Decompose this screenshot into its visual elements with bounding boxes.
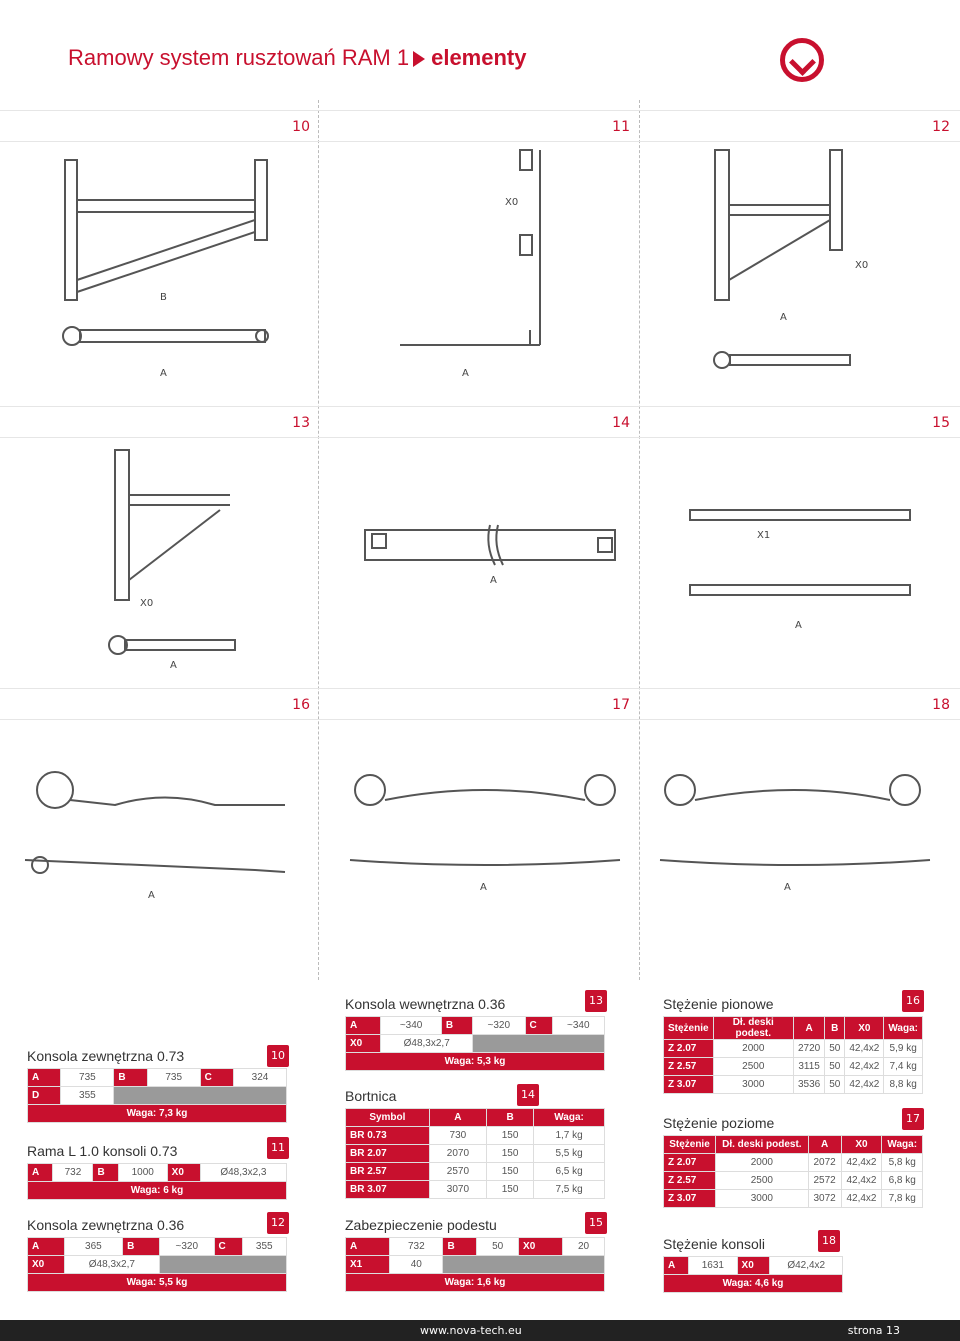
table-title: Konsola wewnętrzna 0.36 <box>345 996 506 1012</box>
dim-label: X1 <box>757 530 771 541</box>
drawing-stezenie-pionowe <box>15 760 305 900</box>
table-number: 10 <box>267 1045 289 1067</box>
table-title: Stężenie pionowe <box>663 996 774 1012</box>
arrow-icon <box>413 51 426 68</box>
title-prefix: Ramowy system rusztowań RAM 1 <box>68 45 410 70</box>
drawing-rama-l <box>390 140 580 390</box>
divider <box>318 100 319 980</box>
table-number: 13 <box>585 990 607 1012</box>
dim-label: A <box>780 312 787 323</box>
page-number: strona 13 <box>847 1324 900 1337</box>
section-number: 10 <box>0 110 320 142</box>
section-number: 12 <box>640 110 960 142</box>
dim-label: A <box>480 882 487 893</box>
drawing-konsola-wewn <box>60 440 260 670</box>
section-number: 16 <box>0 688 320 720</box>
page-title: Ramowy system rusztowań RAM 1 elementy <box>68 45 526 71</box>
section-number: 13 <box>0 406 320 438</box>
title-bold: elementy <box>431 45 527 70</box>
table-title: Rama L 1.0 konsoli 0.73 <box>27 1143 178 1159</box>
dim-label: A <box>160 368 167 379</box>
table-title: Stężenie poziome <box>663 1115 775 1131</box>
table-title: Konsola zewnętrzna 0.73 <box>27 1048 185 1064</box>
table-number: 14 <box>517 1084 539 1106</box>
dim-label: A <box>795 620 802 631</box>
dim-label: B <box>160 292 167 303</box>
section-number: 17 <box>320 688 640 720</box>
drawing-konsola-073 <box>50 150 290 390</box>
table-number: 16 <box>902 990 924 1012</box>
drawing-zabezpieczenie <box>680 490 920 620</box>
table-number: 18 <box>818 1230 840 1252</box>
section-number: 14 <box>320 406 640 438</box>
table-title: Stężenie konsoli <box>663 1236 765 1252</box>
footer: www.nova-tech.eu strona 13 <box>0 1320 960 1341</box>
drawing-stezenie-konsoli <box>650 760 940 900</box>
dim-label: X0 <box>140 598 154 609</box>
section-number: 15 <box>640 406 960 438</box>
section-number: 18 <box>640 688 960 720</box>
dim-label: X0 <box>505 197 519 208</box>
table-number: 11 <box>267 1137 289 1159</box>
table-title: Zabezpieczenie podestu <box>345 1217 497 1233</box>
drawing-stezenie-poziome <box>340 760 630 900</box>
dim-label: A <box>170 660 177 671</box>
footer-url[interactable]: www.nova-tech.eu <box>420 1324 522 1337</box>
brand-logo <box>780 38 824 82</box>
dim-label: A <box>490 575 497 586</box>
drawing-konsola-036 <box>700 140 880 390</box>
table-number: 12 <box>267 1212 289 1234</box>
table-title: Bortnica <box>345 1088 397 1104</box>
drawing-bortnica <box>350 520 630 590</box>
dim-label: A <box>462 368 469 379</box>
dim-label: A <box>148 890 155 901</box>
section-number: 11 <box>320 110 640 142</box>
dim-label: A <box>784 882 791 893</box>
table-number: 15 <box>585 1212 607 1234</box>
dim-label: X0 <box>855 260 869 271</box>
divider <box>639 100 640 980</box>
table-number: 17 <box>902 1108 924 1130</box>
table-title: Konsola zewnętrzna 0.36 <box>27 1217 185 1233</box>
